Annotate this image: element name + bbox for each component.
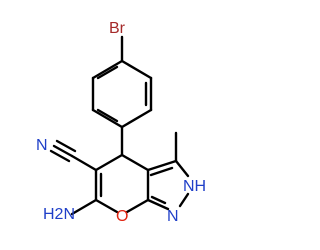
bond-phenyl-3 bbox=[120, 108, 153, 129]
bond-n-c7a bbox=[146, 198, 170, 211]
bond-phenyl-6 bbox=[91, 59, 124, 80]
bond-nitrile-2 bbox=[55, 139, 77, 153]
bond-c4-c3a bbox=[120, 153, 150, 172]
atom-labels: Br N NH N O H2N bbox=[36, 20, 206, 225]
pyrazole-nitrogen-label: N bbox=[167, 208, 179, 225]
bond-phenyl-4 bbox=[91, 108, 124, 129]
bond-c3-nh bbox=[174, 159, 190, 178]
bond-phenyl-inner-3 bbox=[96, 65, 119, 80]
bond-phenyl-1 bbox=[120, 59, 153, 80]
pyrazole-nh-label: NH bbox=[183, 178, 206, 195]
bond-o-c6 bbox=[94, 198, 119, 214]
nitrile-nitrogen-label: N bbox=[36, 137, 48, 154]
bond-c3a-c3 bbox=[146, 159, 178, 172]
amino-group-label: H2N bbox=[43, 206, 75, 223]
bond-c6-nh2 bbox=[70, 198, 98, 216]
bond-c5-c4 bbox=[94, 153, 124, 172]
bond-nitrile-3 bbox=[49, 149, 71, 163]
bond-c3-c3a-double bbox=[149, 166, 174, 177]
amino-label-text: H2N bbox=[43, 206, 75, 223]
bond-c5-cn bbox=[70, 154, 98, 172]
ring-oxygen-label: O bbox=[116, 208, 128, 225]
bond-nitrile-1 bbox=[52, 144, 74, 158]
chemical-structure-diagram: Br N NH N O H2N bbox=[36, 20, 206, 225]
bond-nh-n bbox=[178, 192, 190, 208]
bromine-label: Br bbox=[109, 20, 126, 37]
bond-c7a-o bbox=[125, 198, 150, 214]
bond-n-c7a-double bbox=[150, 195, 167, 205]
bond-phenyl-inner-2 bbox=[96, 108, 119, 123]
bonds bbox=[49, 35, 190, 216]
